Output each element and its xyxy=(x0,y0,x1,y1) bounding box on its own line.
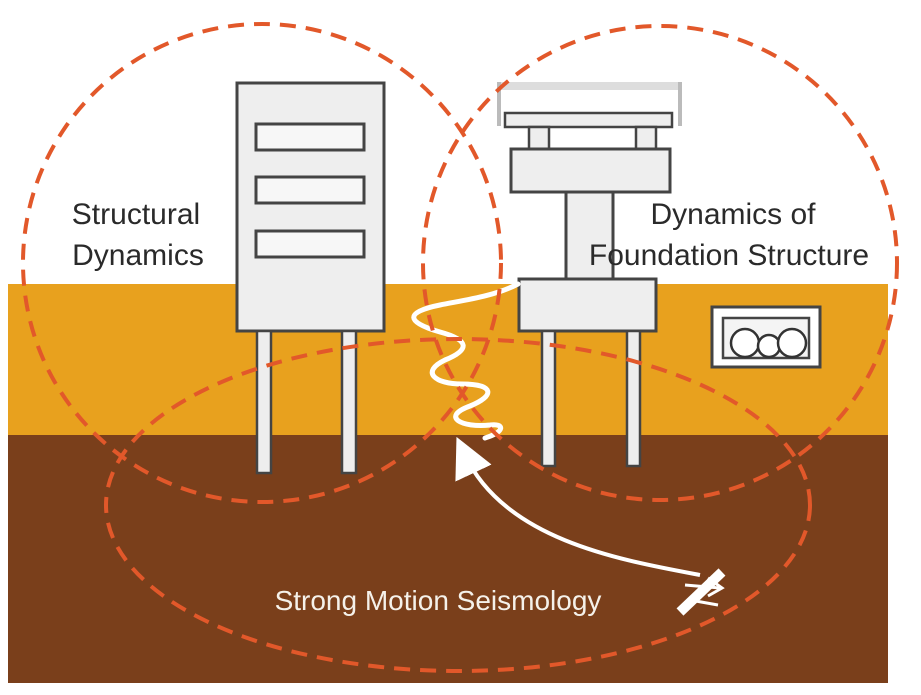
bridge-pier-icon xyxy=(497,82,682,468)
pier-column xyxy=(564,190,615,281)
pile-cap xyxy=(517,277,658,333)
building-pile xyxy=(255,329,273,475)
building-icon xyxy=(235,81,386,475)
building-window xyxy=(254,122,366,152)
deep-soil-layer xyxy=(8,435,888,683)
building-window xyxy=(254,229,366,259)
structural-dynamics-circle xyxy=(21,22,503,504)
structural-dynamics-label-line2: Dynamics xyxy=(72,239,204,272)
pier-pile xyxy=(625,329,642,468)
bearing xyxy=(527,125,551,151)
seismology-ellipse xyxy=(104,337,812,673)
building-window xyxy=(254,175,366,205)
fault-slip-icon xyxy=(676,568,726,616)
bearing xyxy=(634,125,658,151)
structural-dynamics-label-line1: Structural xyxy=(72,198,200,231)
pier-cap xyxy=(509,147,672,194)
pier-pile xyxy=(540,329,557,468)
seismology-label: Strong Motion Seismology xyxy=(275,585,602,616)
foundation-dynamics-label-line1: Dynamics of xyxy=(650,198,816,231)
wave-propagation-arrow xyxy=(455,436,701,577)
seismic-wave-icon xyxy=(411,281,521,441)
foundation-dynamics-label-line2: Foundation Structure xyxy=(589,239,869,272)
building-pile xyxy=(340,329,358,475)
bridge-deck xyxy=(503,111,674,129)
foundation-dynamics-circle xyxy=(421,24,899,502)
culvert-pipes-icon xyxy=(710,305,822,369)
